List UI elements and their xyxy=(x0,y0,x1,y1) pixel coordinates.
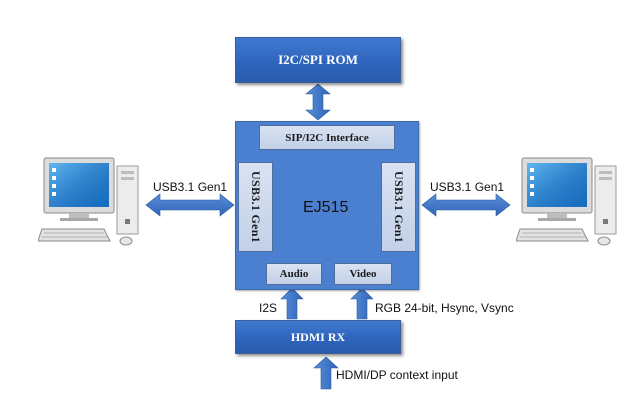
rgb-label: RGB 24-bit, Hsync, Vsync xyxy=(375,301,514,315)
interface-label: SIP/I2C Interface xyxy=(285,131,369,144)
usb-left-block: USB3.1 Gen1 xyxy=(238,162,273,252)
left-link-label: USB3.1 Gen1 xyxy=(153,180,228,194)
chip-name: EJ515 xyxy=(303,199,349,216)
usb-right-label: USB3.1 Gen1 xyxy=(392,171,406,243)
i2s-label: I2S xyxy=(259,301,278,315)
audio-block: Audio xyxy=(266,263,322,285)
rgb-up-arrow xyxy=(350,287,374,320)
usb-right-block: USB3.1 Gen1 xyxy=(381,162,416,252)
audio-label: Audio xyxy=(279,268,309,280)
rom-chip-double-arrow xyxy=(305,83,331,121)
hdmi-rx-block: HDMI RX xyxy=(235,320,401,354)
hdmi-rx-label: HDMI RX xyxy=(290,329,346,344)
right-link-label: USB3.1 Gen1 xyxy=(430,180,505,194)
interface-block: SIP/I2C Interface xyxy=(259,125,395,150)
hdmi-input-up-arrow xyxy=(313,356,339,390)
video-block: Video xyxy=(334,263,392,285)
rom-block: I2C/SPI ROM xyxy=(235,37,401,83)
i2s-up-arrow xyxy=(280,287,304,320)
video-label: Video xyxy=(349,268,377,280)
rom-label: I2C/SPI ROM xyxy=(278,52,358,67)
desktop-computer-icon xyxy=(516,157,617,246)
left-usb-double-arrow xyxy=(145,193,235,217)
usb-left-label: USB3.1 Gen1 xyxy=(249,171,263,243)
hdmi-input-label: HDMI/DP context input xyxy=(336,368,458,382)
desktop-computer-icon xyxy=(38,157,139,246)
right-usb-double-arrow xyxy=(421,193,511,217)
